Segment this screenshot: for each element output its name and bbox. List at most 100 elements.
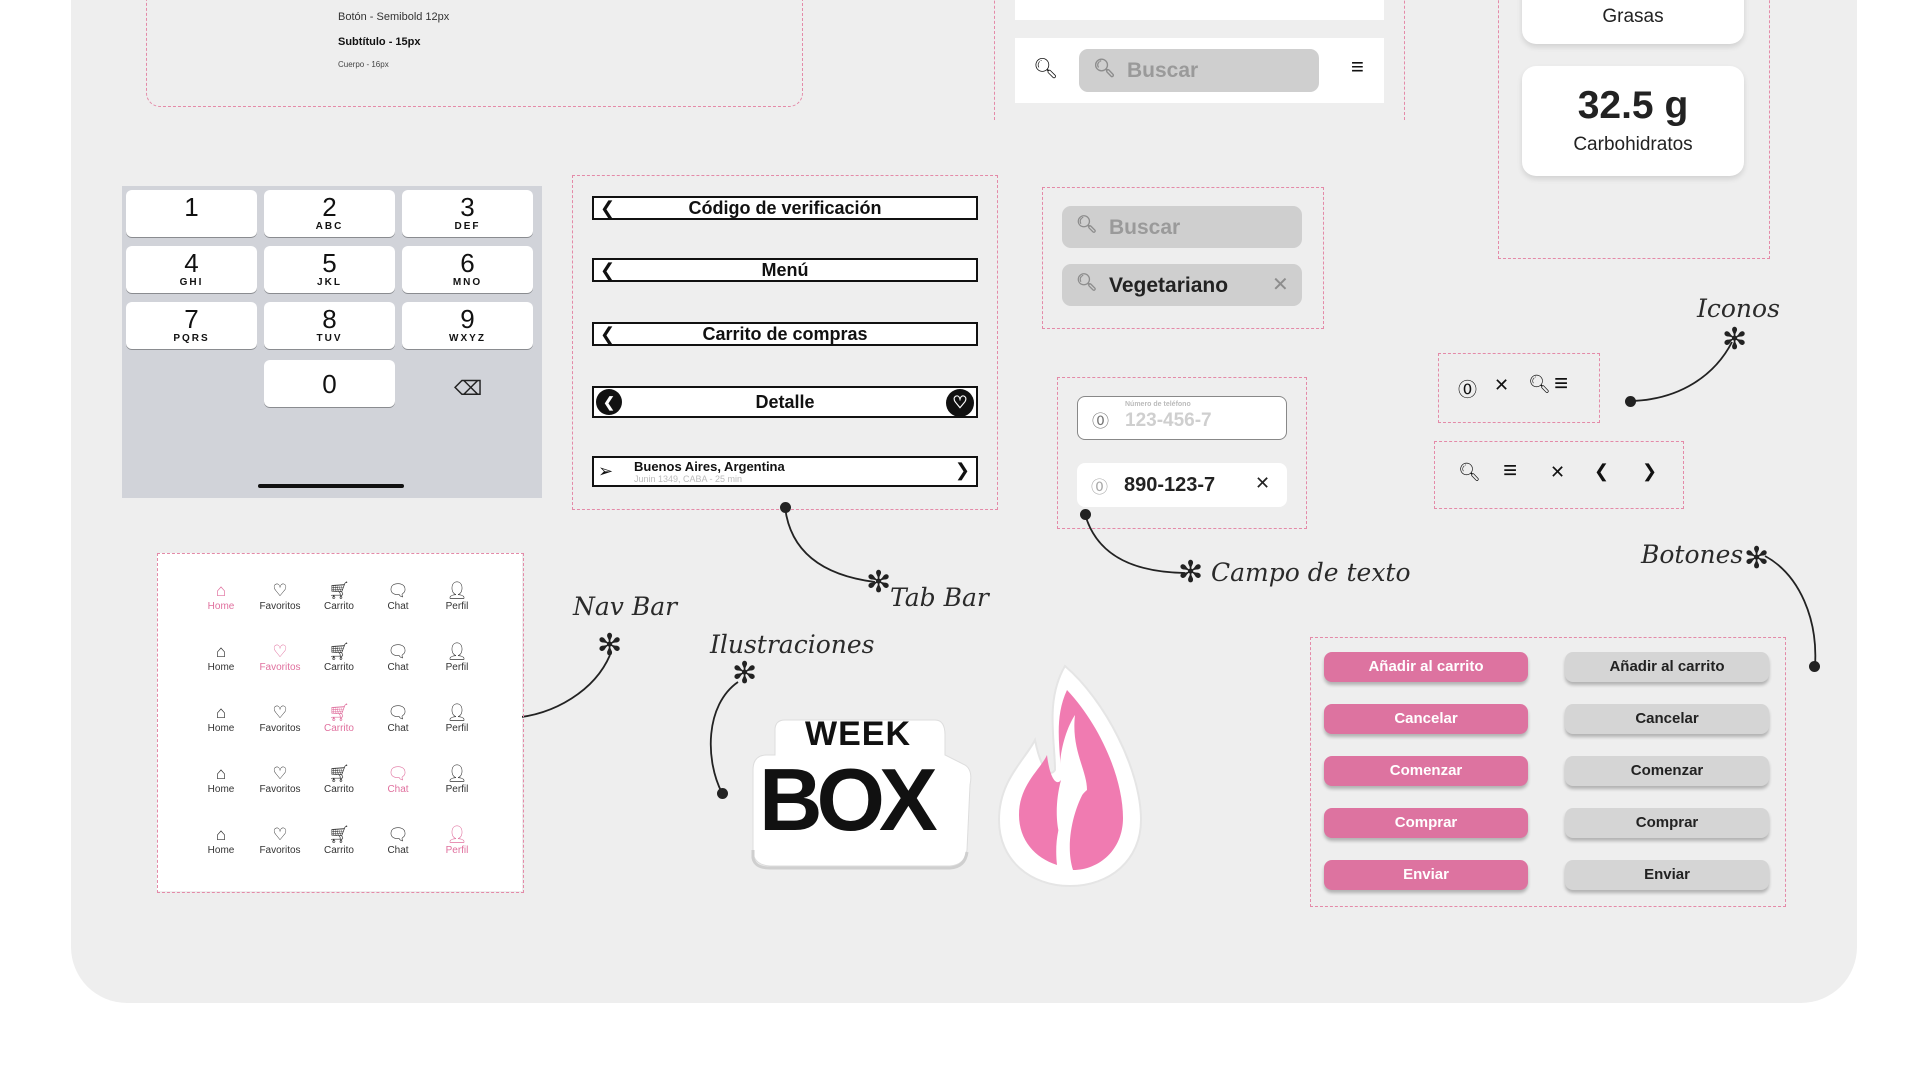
cart-icon: 🛒︎	[328, 642, 350, 661]
nav-item[interactable]: ⌂Home	[191, 581, 251, 612]
nav-item-label: Carrito	[323, 784, 354, 795]
add-to-cart-button-disabled[interactable]: Añadir al carrito	[1565, 652, 1769, 682]
chat-icon: 🗨︎	[387, 825, 409, 844]
chevron-left-icon: ❮	[1594, 461, 1610, 481]
text-field-frame	[1057, 377, 1307, 529]
key-0[interactable]: 0	[264, 360, 395, 407]
nav-item[interactable]: 👤︎Perfil	[427, 825, 487, 856]
nav-item[interactable]: 👤︎Perfil	[427, 703, 487, 734]
nav-item-label: Home	[207, 662, 235, 673]
nav-item[interactable]: 🗨︎Chat	[368, 642, 428, 673]
search-icon[interactable]: 🔍︎	[1033, 58, 1059, 80]
search-input-empty[interactable]: 🔍︎ Buscar	[1062, 206, 1302, 248]
menu-icon: ≡	[1554, 370, 1569, 397]
search-icon: 🔍︎	[1076, 215, 1098, 234]
nav-item[interactable]: 🗨︎Chat	[368, 764, 428, 795]
chat-icon: 🗨︎	[387, 703, 409, 722]
chevron-right-icon[interactable]: ❯	[954, 460, 970, 480]
cancel-button-disabled[interactable]: Cancelar	[1565, 704, 1769, 734]
buy-button[interactable]: Comprar	[1324, 808, 1528, 838]
heart-icon: ♡	[272, 642, 288, 661]
key-1[interactable]: 1	[126, 190, 257, 237]
back-icon[interactable]: ❮	[600, 324, 616, 344]
back-icon[interactable]: ❮	[600, 260, 616, 280]
close-icon[interactable]: ✕	[1255, 473, 1271, 493]
close-icon[interactable]: ✕	[1272, 274, 1289, 296]
weekbox-sticker	[751, 719, 972, 870]
start-button[interactable]: Comenzar	[1324, 756, 1528, 786]
nav-item[interactable]: ♡Favoritos	[250, 703, 310, 734]
nav-item[interactable]: 🗨︎Chat	[368, 581, 428, 612]
nav-item[interactable]: ⌂Home	[191, 642, 251, 673]
nav-item[interactable]: 🛒︎Carrito	[309, 703, 369, 734]
nutrition-card-carbs: 32.5 g Carbohidratos	[1522, 66, 1744, 176]
nav-item[interactable]: 🗨︎Chat	[368, 703, 428, 734]
filter-icon[interactable]: ≡	[1351, 54, 1364, 79]
heart-icon: ♡	[272, 703, 288, 722]
typography-subtitle-spec: Subtítulo - 15px	[338, 36, 421, 48]
heart-icon[interactable]: ♡	[946, 389, 974, 417]
send-button[interactable]: Enviar	[1324, 860, 1528, 890]
nav-item-label: Carrito	[323, 662, 354, 673]
asterisk-icon: ✻	[866, 565, 892, 600]
logo-box-text: BOX	[759, 750, 938, 849]
tab-bar-label: Tab Bar	[890, 583, 989, 612]
divider	[1404, 0, 1406, 120]
phone-icon: ⓪	[1458, 380, 1478, 401]
nav-item[interactable]: ♡Favoritos	[250, 825, 310, 856]
profile-icon: 👤︎	[446, 764, 468, 783]
connector-dot	[717, 788, 728, 799]
icons-label: Iconos	[1697, 294, 1780, 323]
send-button-disabled[interactable]: Enviar	[1565, 860, 1769, 890]
buy-button-disabled[interactable]: Comprar	[1565, 808, 1769, 838]
asterisk-icon: ✻	[732, 656, 758, 691]
search-input[interactable]: 🔍︎ Buscar	[1079, 49, 1319, 92]
nav-item-label: Home	[207, 723, 235, 734]
carb-label: Carbohidratos	[1573, 134, 1693, 155]
nav-item-label: Perfil	[445, 601, 469, 612]
nav-item[interactable]: 🛒︎Carrito	[309, 764, 369, 795]
tab-bar-title: Detalle	[755, 392, 815, 412]
nav-item[interactable]: 🛒︎Carrito	[309, 581, 369, 612]
icons-frame-1	[1438, 353, 1600, 423]
search-icon: 🔍︎	[1458, 462, 1481, 482]
phone-field-empty[interactable]: ⓪ Número de teléfono 123-456-7	[1077, 396, 1287, 440]
typography-button-spec: Botón - Semibold 12px	[338, 11, 450, 23]
nav-item[interactable]: ♡Favoritos	[250, 581, 310, 612]
nav-item[interactable]: 🛒︎Carrito	[309, 642, 369, 673]
cancel-button[interactable]: Cancelar	[1324, 704, 1528, 734]
back-icon[interactable]: ❮	[596, 389, 622, 415]
search-input-filled[interactable]: 🔍︎ Vegetariano ✕	[1062, 264, 1302, 306]
profile-icon: 👤︎	[446, 581, 468, 600]
phone-field-filled[interactable]: ⓪ 890-123-7 ✕	[1077, 463, 1287, 507]
back-icon[interactable]: ❮	[600, 198, 616, 218]
nav-item[interactable]: 👤︎Perfil	[427, 581, 487, 612]
add-to-cart-button[interactable]: Añadir al carrito	[1324, 652, 1528, 682]
nav-item[interactable]: ⌂Home	[191, 825, 251, 856]
start-button-disabled[interactable]: Comenzar	[1565, 756, 1769, 786]
backspace-icon[interactable]: ⌫	[454, 378, 483, 400]
nav-item[interactable]: 👤︎Perfil	[427, 642, 487, 673]
nav-item[interactable]: ⌂Home	[191, 703, 251, 734]
nav-item[interactable]: ♡Favoritos	[250, 642, 310, 673]
nav-item[interactable]: ♡Favoritos	[250, 764, 310, 795]
profile-icon: 👤︎	[446, 703, 468, 722]
filter-icon: ≡	[1503, 457, 1518, 484]
nav-item-label: Chat	[387, 601, 409, 612]
phone-placeholder: 123-456-7	[1125, 410, 1212, 431]
nav-item[interactable]: ⌂Home	[191, 764, 251, 795]
logo-week-text: WEEK	[805, 715, 911, 753]
nav-item[interactable]: 🛒︎Carrito	[309, 825, 369, 856]
nav-item-label: Home	[207, 784, 235, 795]
nav-item[interactable]: 👤︎Perfil	[427, 764, 487, 795]
home-icon: ⌂	[215, 825, 227, 844]
nav-item[interactable]: 🗨︎Chat	[368, 825, 428, 856]
